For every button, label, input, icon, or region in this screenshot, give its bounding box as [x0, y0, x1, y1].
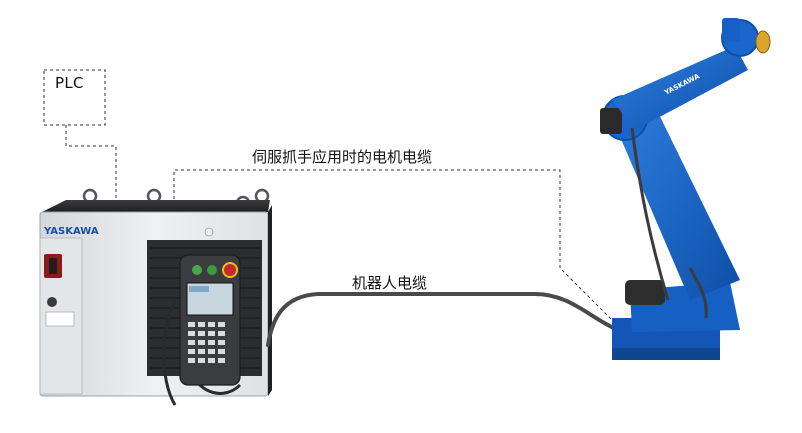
plc-label: PLC	[55, 74, 84, 92]
plc-box	[43, 69, 106, 126]
robot-cable-label: 机器人电缆	[352, 274, 428, 292]
plc-link-line	[65, 125, 117, 205]
controller-brand-text: YASKAWA	[43, 226, 99, 237]
robot-arm: YASKAWA	[600, 18, 771, 360]
servo-motor-cable-line	[173, 169, 613, 321]
servo-motor-cable-label: 伺服抓手应用时的电机电缆	[252, 148, 433, 166]
teach-pendant	[162, 254, 242, 406]
robot-cable	[266, 292, 620, 347]
